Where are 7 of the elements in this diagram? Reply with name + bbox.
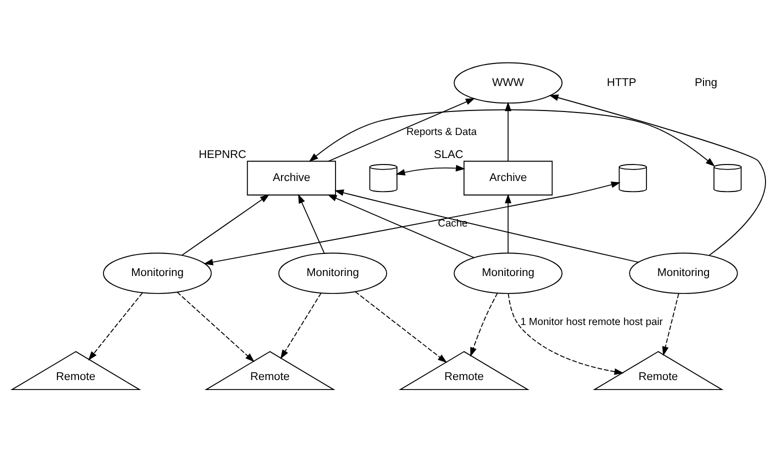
node-label: SLAC: [434, 148, 464, 161]
edge-label: 1 Monitor host remote host pair: [520, 316, 663, 328]
edge-label: Reports & Data: [406, 126, 477, 138]
edge-label: Cache: [438, 218, 468, 230]
legend-label: Ping: [694, 76, 718, 88]
node-label: HEPNRC: [198, 148, 246, 161]
legend-label: HTTP: [606, 76, 636, 88]
